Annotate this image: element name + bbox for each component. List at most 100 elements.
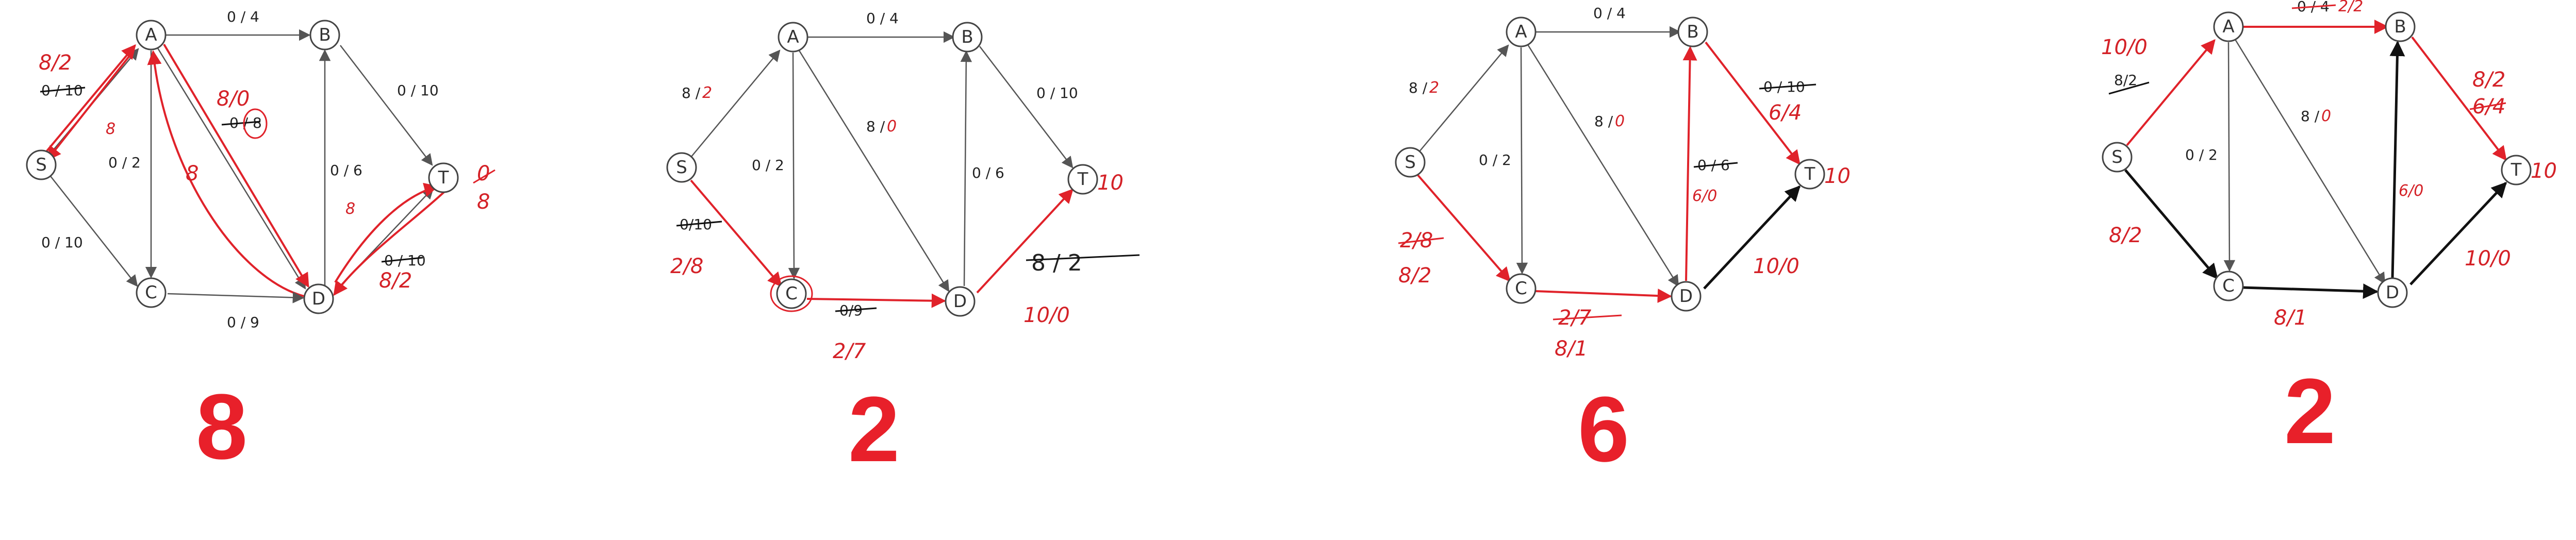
label-s-a-old: 8/2 [2114, 72, 2137, 89]
label-s-c: 8/2 [2109, 224, 2142, 247]
label-a-d-a: 8 / [1594, 113, 1613, 130]
edge-b-t-flow [1705, 41, 1801, 165]
node-a: A [778, 22, 808, 53]
label-s-c-new: 2/8 [670, 255, 703, 278]
svg-text:T: T [1077, 169, 1088, 190]
edge-s-a-flow [2126, 39, 2216, 146]
node-t: T [1067, 164, 1098, 195]
label-s-c-new: 8/2 [1398, 264, 1431, 288]
strike-c-d [835, 307, 877, 312]
circle-mark [770, 275, 813, 312]
svg-text:A: A [145, 25, 157, 45]
svg-text:T: T [2511, 160, 2522, 180]
strike-a-b [2291, 4, 2336, 9]
label-a-b: 0 / 4 [1593, 5, 1626, 22]
node-a: A [1506, 16, 1537, 47]
label-a-c: 0 / 2 [2185, 146, 2218, 163]
label-s-c: 0 / 10 [41, 234, 83, 251]
node-t: T [428, 162, 459, 193]
edge-a-d [797, 48, 950, 292]
label-a-c: 0 / 2 [1479, 151, 1511, 168]
node-d: D [945, 286, 976, 317]
label-t-new: 10 [1824, 164, 1851, 188]
label-d-t-back: 8 [345, 200, 355, 218]
node-b: B [1677, 16, 1708, 47]
label-b-t-new: 6/4 [1769, 101, 1802, 125]
label-s-a-new: 8/2 [39, 51, 72, 75]
edge-a-d [2234, 38, 2386, 284]
edge-a-d [1526, 43, 1679, 287]
edge-c-d-saturated [2242, 283, 2379, 299]
edge-s-c-flow [1417, 174, 1511, 282]
label-a-d-new: 8/0 [217, 87, 250, 111]
panel-2: 0 / 4 8 / 2 0 / 2 8 / 0 0 / 10 0 / 6 0/1… [666, 10, 1140, 481]
node-d: D [2377, 277, 2408, 308]
edge-d-t-saturated [1703, 185, 1801, 290]
node-a: A [2213, 11, 2244, 42]
node-t: T [1794, 159, 1825, 190]
edge-a-d-flow [163, 43, 309, 288]
edge-a-c [2223, 42, 2236, 272]
node-b: B [952, 22, 983, 53]
node-b: B [309, 20, 340, 50]
panel-3: 0 / 4 8 / 2 0 / 2 8 / 0 0 / 10 6/4 0 / 6… [1395, 5, 1851, 481]
edge-a-c [1516, 47, 1528, 275]
label-a-b-new: 2/2 [2338, 0, 2363, 15]
label-d-t-new: 8/2 [379, 269, 412, 293]
svg-text:C: C [785, 283, 798, 304]
svg-text:D: D [312, 289, 325, 309]
edge-d-b-saturated [2389, 41, 2405, 279]
svg-text:D: D [953, 291, 967, 312]
label-a-b: 0 / 4 [866, 10, 899, 27]
label-t-new: 8 [477, 190, 490, 214]
strike-c-d [1553, 314, 1622, 320]
svg-text:D: D [1679, 286, 1693, 307]
edge-c-d-flow [1535, 289, 1672, 303]
node-t: T [2501, 155, 2532, 185]
label-d-t: 10/0 [1753, 255, 1799, 278]
label-s-a-b: 2 [1429, 79, 1439, 97]
label-b-t: 0 / 10 [1036, 85, 1078, 102]
strike-s-a [40, 87, 86, 93]
node-c: C [776, 278, 807, 309]
label-s-a-back: 8 [106, 120, 115, 138]
label-c-d-new: 2/7 [833, 340, 866, 363]
label-a-b: 0 / 4 [227, 8, 259, 25]
node-s: S [1395, 147, 1426, 178]
svg-text:S: S [36, 155, 47, 175]
label-b-t-new: 8/2 [2472, 68, 2505, 92]
label-a-c: 0 / 2 [108, 154, 141, 171]
label-a-d-b: 0 [887, 117, 897, 136]
svg-text:C: C [145, 282, 157, 303]
label-a-d-a: 8 / [2301, 108, 2320, 125]
strike-t [473, 169, 496, 184]
label-d-b: 6/0 [2399, 182, 2423, 200]
edge-d-a-residual [147, 50, 305, 297]
edge-b-t-flow [2411, 36, 2507, 161]
edge-s-a [690, 49, 781, 158]
edge-c-d [167, 292, 305, 303]
svg-text:S: S [2111, 147, 2123, 167]
svg-text:A: A [2222, 16, 2234, 37]
svg-text:B: B [319, 25, 331, 45]
node-d: D [1671, 281, 1702, 312]
strike-s-c [676, 221, 722, 227]
label-s-a-b: 2 [702, 84, 712, 102]
panel-4-result: 2 [2284, 360, 2336, 463]
edge-c-d-flow [806, 293, 946, 308]
label-t-new: 10 [1097, 171, 1124, 195]
strike-d-t [1026, 254, 1140, 261]
strike-b-t [2469, 102, 2506, 110]
strike-b-t [1759, 83, 1817, 90]
node-a: A [136, 20, 167, 50]
strike-d-t [381, 257, 423, 263]
label-s-a-a: 8 / [1409, 79, 1428, 96]
svg-text:A: A [1515, 22, 1527, 42]
circle-mark [243, 108, 268, 139]
edge-s-c-flow [690, 179, 782, 288]
label-c-d: 0 / 9 [227, 314, 259, 331]
edge-s-a [1418, 44, 1509, 153]
node-s: S [2102, 142, 2133, 173]
label-a-d-a: 8 / [866, 118, 885, 135]
